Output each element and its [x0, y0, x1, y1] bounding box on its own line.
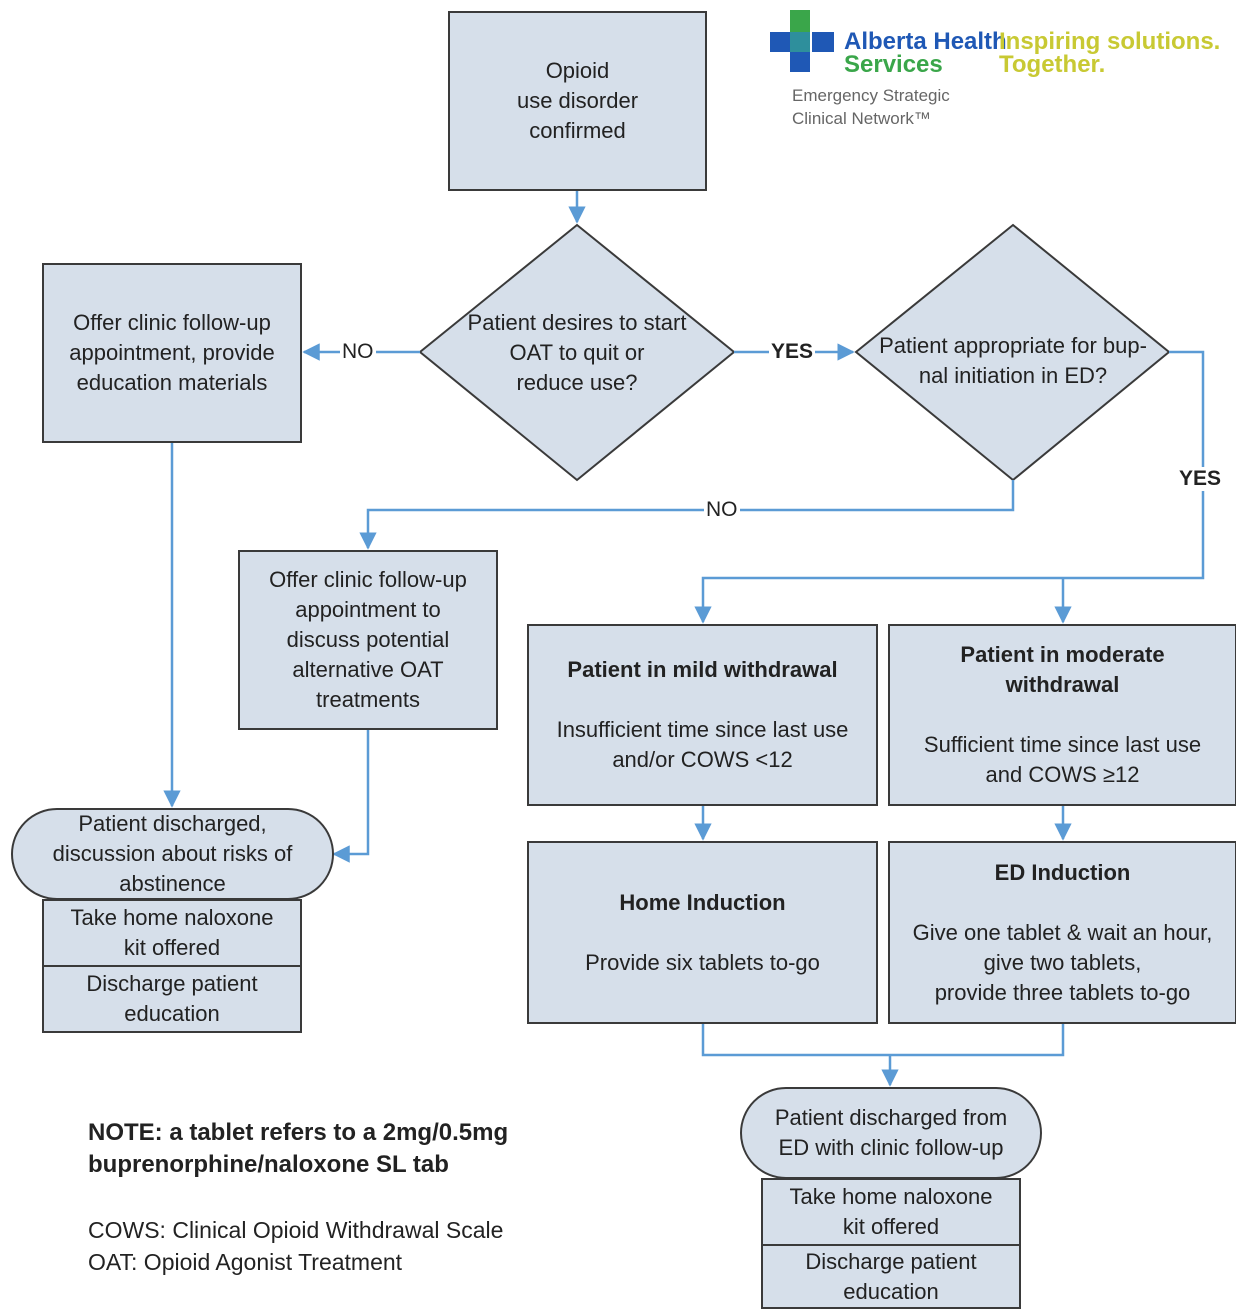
ed-induction-title: ED Induction	[994, 859, 1131, 885]
tablet-note: NOTE: a tablet refers to a 2mg/0.5mg bup…	[88, 1119, 509, 1178]
edge-label-bup-yes: YES	[1177, 467, 1224, 491]
discharge-right-education: Discharge patient education	[761, 1244, 1021, 1309]
edge-alternative-to-discharge	[332, 729, 370, 863]
edge-bup-yes	[694, 350, 1205, 624]
ed-induction-node: ED Induction Give one tablet & wait an h…	[888, 841, 1236, 1024]
start-node: Opioid use disorder confirmed	[448, 11, 707, 191]
home-induction-title: Home Induction	[619, 889, 786, 915]
moderate-withdrawal-body: Sufficient time since last use and COWS …	[923, 732, 1202, 787]
decision-diamond-oat	[418, 223, 736, 482]
discharge-left-naloxone: Take home naloxone kit offered	[42, 899, 302, 967]
logo-network: Emergency Strategic Clinical Network™	[792, 86, 950, 128]
mild-withdrawal-node: Patient in mild withdrawal Insufficient …	[527, 624, 878, 806]
logo-org-line1: Alberta Health	[844, 28, 1007, 55]
logo-tagline-line2: Together.	[999, 51, 1106, 78]
abbrev-cows: COWS: Clinical Opioid Withdrawal Scale	[88, 1217, 504, 1243]
decision-bup-text: Patient appropriate for bup- nal initiat…	[879, 333, 1147, 388]
edge-label-bup-no: NO	[704, 498, 740, 522]
edge-bup-no	[359, 480, 1015, 550]
mild-withdrawal-title: Patient in mild withdrawal	[567, 657, 838, 682]
mild-withdrawal-body: Insufficient time since last use and/or …	[556, 717, 849, 772]
home-induction-body: Provide six tablets to-go	[585, 949, 820, 975]
moderate-withdrawal-node: Patient in moderate withdrawal Sufficien…	[888, 624, 1236, 806]
logo-tagline-line1: Inspiring solutions.	[999, 28, 1221, 55]
discharge-right-naloxone: Take home naloxone kit offered	[761, 1178, 1021, 1246]
edge-label-oat-no: NO	[340, 340, 376, 364]
moderate-withdrawal-title: Patient in moderate withdrawal	[960, 642, 1165, 697]
edge-label-oat-yes: YES	[769, 340, 816, 364]
offer-education-node: Offer clinic follow-up appointment, prov…	[42, 263, 302, 443]
discharge-left-header: Patient discharged, discussion about ris…	[11, 808, 334, 900]
logo-org-line2: Services	[844, 51, 943, 78]
discharge-right-header: Patient discharged from ED with clinic f…	[740, 1087, 1042, 1179]
offer-alternative-node: Offer clinic follow-up appointment to di…	[238, 550, 498, 730]
ed-induction-body: Give one tablet & wait an hour, give two…	[912, 919, 1213, 1005]
ahs-logo-mark-icon	[770, 10, 834, 74]
ahs-logo: Alberta Health Services Inspiring soluti…	[770, 10, 1230, 130]
discharge-left-education: Discharge patient education	[42, 965, 302, 1033]
home-induction-node: Home Induction Provide six tablets to-go	[527, 841, 878, 1024]
decision-oat-text: Patient desires to start OAT to quit or …	[467, 310, 687, 395]
edge-home-to-discharge	[701, 1023, 1065, 1057]
abbrev-oat: OAT: Opioid Agonist Treatment	[88, 1249, 403, 1275]
